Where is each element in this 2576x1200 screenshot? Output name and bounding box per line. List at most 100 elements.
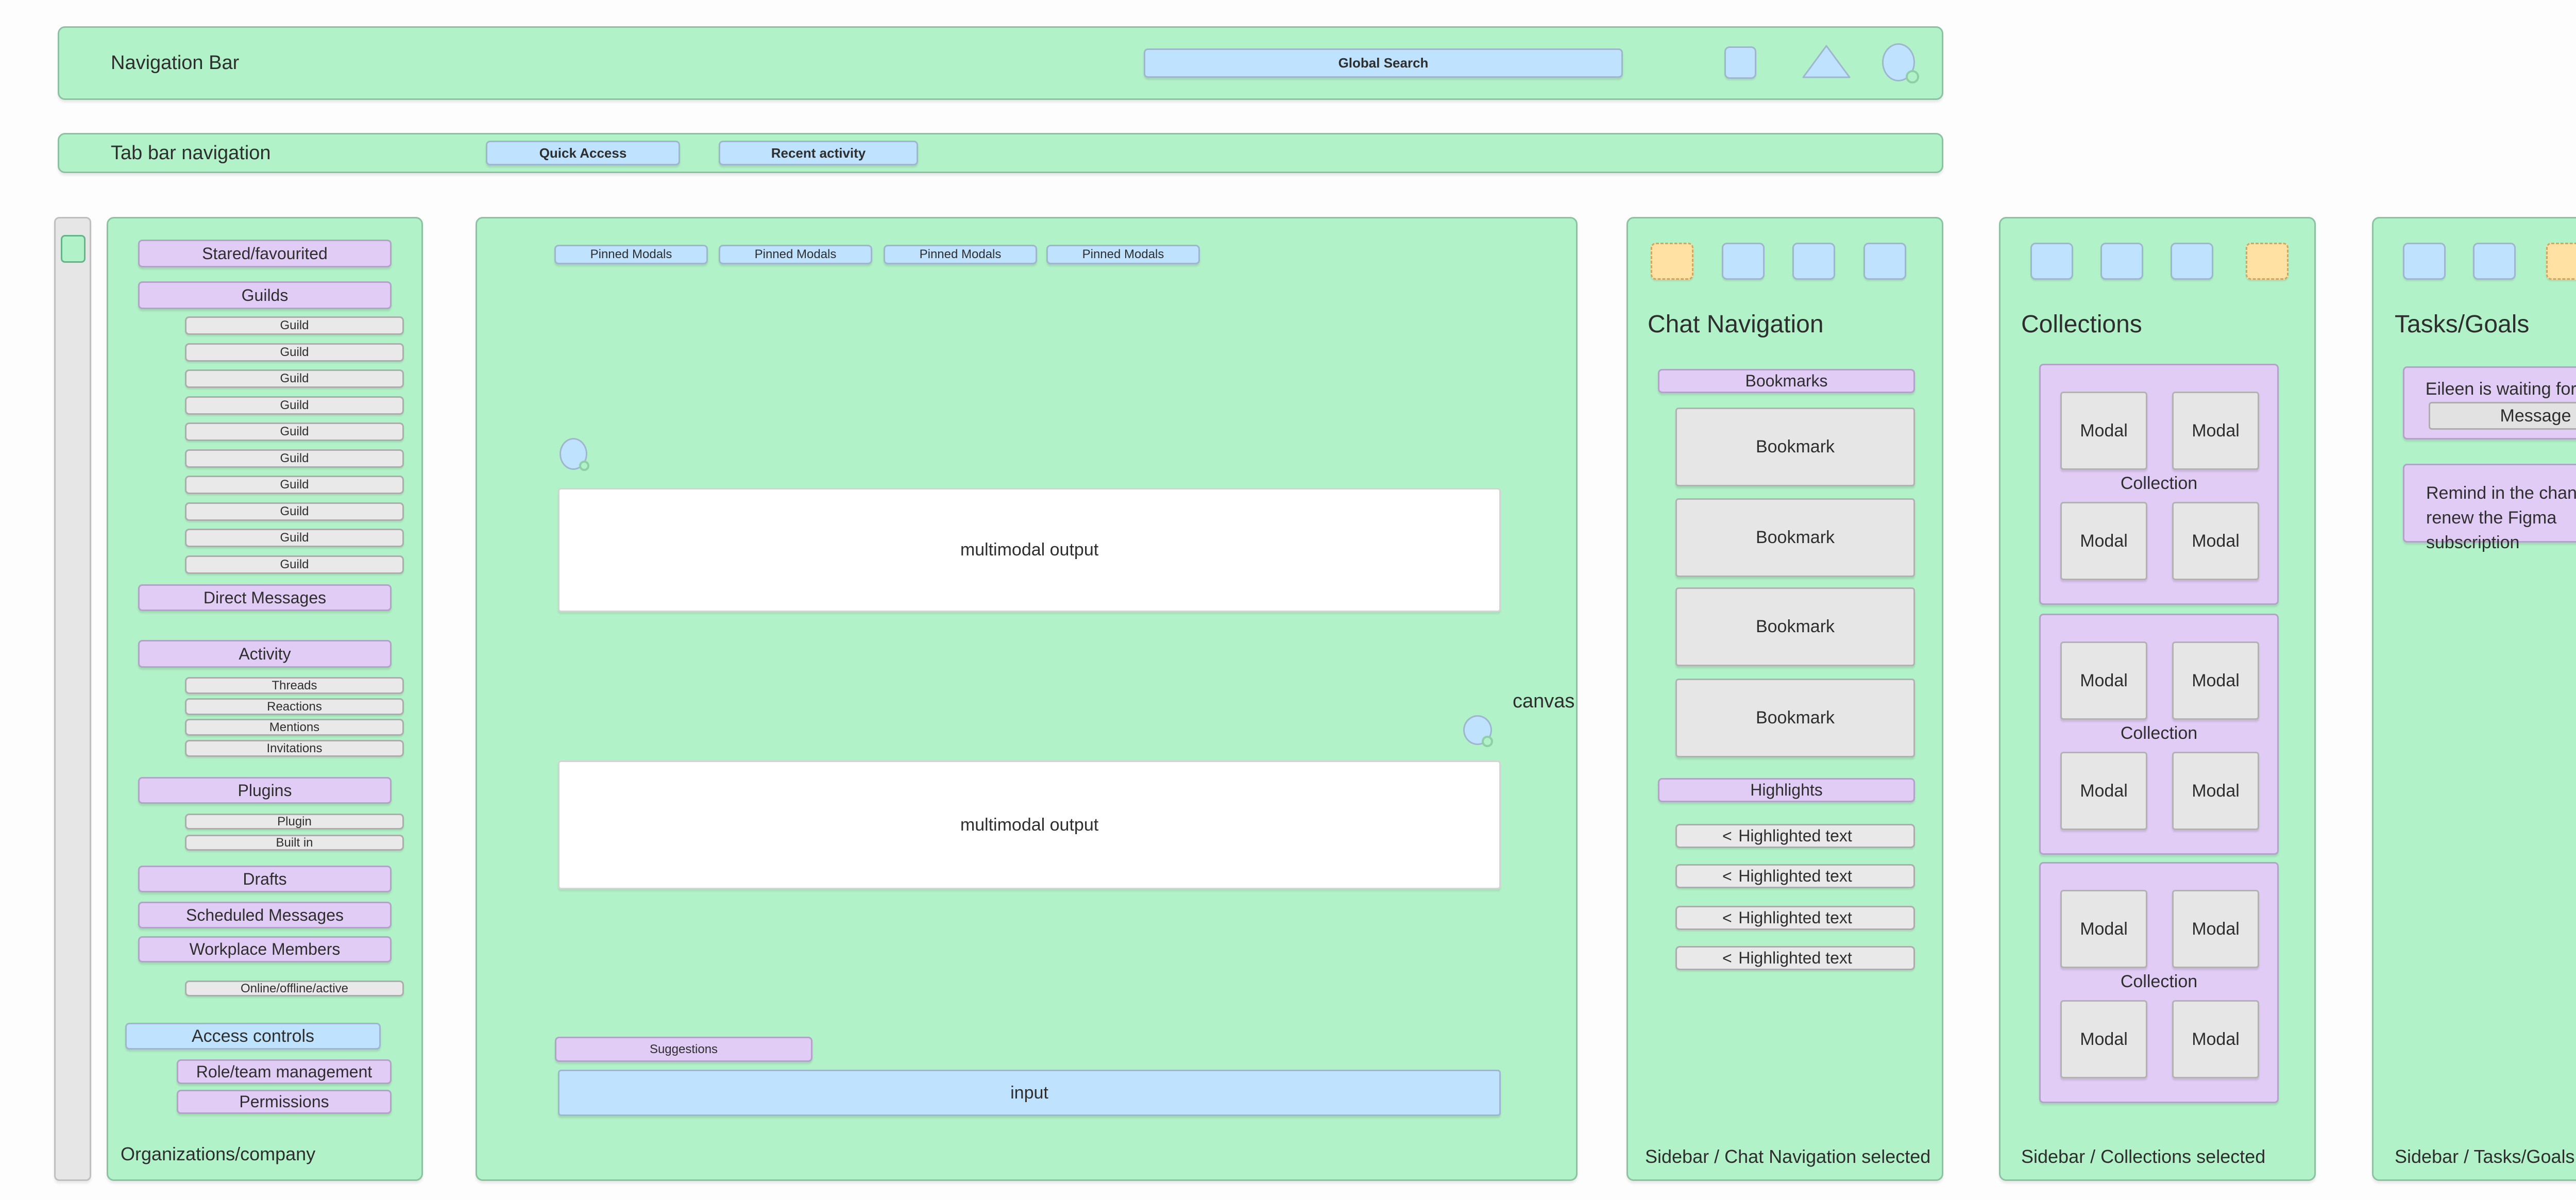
sidebar-item-guilds[interactable]: Guilds	[138, 281, 392, 309]
collection-label: Collection	[2120, 972, 2198, 991]
guild-item[interactable]: Guild	[185, 529, 404, 547]
pinned-modal-button[interactable]: Pinned Modals	[1046, 245, 1200, 264]
task-card-text-line2: renew the Figma subscription	[2426, 508, 2557, 552]
bookmark-card[interactable]: Bookmark	[1675, 498, 1915, 577]
modal-thumbnail[interactable]: Modal	[2172, 890, 2259, 968]
sidebar-item-activity[interactable]: Activity	[138, 640, 392, 668]
modal-thumbnail[interactable]: Modal	[2172, 502, 2259, 580]
avatar-icon[interactable]	[1882, 43, 1915, 81]
sidebar-item-plugins[interactable]: Plugins	[138, 777, 392, 804]
sidebar-item-drafts[interactable]: Drafts	[138, 866, 392, 892]
activity-item-threads[interactable]: Threads	[185, 677, 404, 694]
tab-square[interactable]	[2100, 243, 2143, 280]
sidebar-item-scheduled-messages[interactable]: Scheduled Messages	[138, 902, 392, 928]
canvas-label: canvas	[1513, 690, 1575, 712]
guild-item[interactable]: Guild	[185, 343, 404, 362]
guild-item[interactable]: Guild	[185, 449, 404, 468]
pinned-modal-button[interactable]: Pinned Modals	[719, 245, 872, 264]
plugin-item[interactable]: Plugin	[185, 814, 404, 830]
chevron-left-icon: <	[1722, 949, 1732, 967]
activity-item-mentions[interactable]: Mentions	[185, 719, 404, 736]
square-icon[interactable]	[1724, 46, 1756, 79]
tab-bar: Tab bar navigation Quick Access Recent a…	[58, 133, 1943, 173]
guild-item[interactable]: Guild	[185, 316, 404, 335]
tasks-goals-panel: Tasks/Goals Eileen is waiting for a repl…	[2372, 217, 2576, 1181]
tab-square-tasks-goals[interactable]	[2546, 243, 2576, 280]
pinned-modal-button[interactable]: Pinned Modals	[554, 245, 708, 264]
highlight-row[interactable]: < Highlighted text	[1675, 864, 1915, 888]
message-button[interactable]: Message	[2429, 402, 2576, 430]
bookmark-card[interactable]: Bookmark	[1675, 679, 1915, 757]
workspace-switcher-button[interactable]	[61, 235, 86, 263]
global-search-input[interactable]: Global Search	[1144, 48, 1623, 78]
collection-card[interactable]: Modal Modal Collection Modal Modal	[2039, 364, 2279, 605]
modal-thumbnail[interactable]: Modal	[2172, 1000, 2259, 1078]
modal-thumbnail[interactable]: Modal	[2060, 641, 2147, 720]
tab-square[interactable]	[2030, 243, 2073, 280]
tab-square[interactable]	[1863, 243, 1906, 280]
modal-thumbnail[interactable]: Modal	[2172, 392, 2259, 470]
sidebar-item-access-controls[interactable]: Access controls	[125, 1023, 381, 1050]
navigation-bar-label: Navigation Bar	[111, 52, 240, 74]
task-card-reply[interactable]: Eileen is waiting for a reply Message	[2403, 366, 2576, 440]
task-card-text: Eileen is waiting for a reply	[2425, 379, 2576, 399]
modal-thumbnail[interactable]: Modal	[2172, 752, 2259, 830]
collection-card[interactable]: Modal Modal Collection Modal Modal	[2039, 614, 2279, 855]
modal-thumbnail[interactable]: Modal	[2060, 752, 2147, 830]
sidebar-item-workplace-members[interactable]: Workplace Members	[138, 936, 392, 962]
tab-square[interactable]	[2473, 243, 2516, 280]
workspace-rail	[54, 217, 91, 1181]
modal-thumbnail[interactable]: Modal	[2060, 392, 2147, 470]
highlights-header[interactable]: Highlights	[1658, 778, 1915, 802]
collection-label: Collection	[2120, 723, 2198, 743]
presence-item[interactable]: Online/offline/active	[185, 981, 404, 996]
highlight-row[interactable]: < Highlighted text	[1675, 906, 1915, 930]
modal-thumbnail[interactable]: Modal	[2172, 641, 2259, 720]
guild-item[interactable]: Guild	[185, 476, 404, 494]
highlight-row[interactable]: < Highlighted text	[1675, 824, 1915, 848]
bookmark-card[interactable]: Bookmark	[1675, 587, 1915, 666]
pinned-modal-button[interactable]: Pinned Modals	[884, 245, 1037, 264]
tab-recent-activity[interactable]: Recent activity	[719, 141, 918, 165]
message-input[interactable]: input	[558, 1070, 1501, 1116]
suggestions-button[interactable]: Suggestions	[555, 1037, 812, 1062]
panel-title: Collections	[2021, 311, 2142, 338]
modal-thumbnail[interactable]: Modal	[2060, 890, 2147, 968]
tab-square[interactable]	[2171, 243, 2213, 280]
guild-item[interactable]: Guild	[185, 555, 404, 574]
guild-item[interactable]: Guild	[185, 396, 404, 415]
sidebar-item-permissions[interactable]: Permissions	[177, 1090, 392, 1114]
chevron-left-icon: <	[1722, 908, 1732, 927]
cursor-avatar-icon	[560, 438, 587, 470]
navigation-bar: Navigation Bar Global Search	[58, 26, 1943, 100]
modal-thumbnail[interactable]: Modal	[2060, 502, 2147, 580]
panel-title: Chat Navigation	[1648, 311, 1824, 338]
task-card-reminder[interactable]: Remind in the channel to renew the Figma…	[2403, 464, 2576, 552]
sidebar-item-direct-messages[interactable]: Direct Messages	[138, 584, 392, 611]
avatar-status-icon	[1906, 70, 1919, 83]
bookmark-card[interactable]: Bookmark	[1675, 408, 1915, 486]
tab-square-collections[interactable]	[2246, 243, 2289, 280]
sidebar-item-starred[interactable]: Stared/favourited	[138, 240, 392, 267]
guild-item[interactable]: Guild	[185, 422, 404, 441]
bookmarks-header[interactable]: Bookmarks	[1658, 369, 1915, 393]
tab-square-chat-navigation[interactable]	[1651, 243, 1693, 280]
tab-square[interactable]	[2403, 243, 2446, 280]
activity-item-reactions[interactable]: Reactions	[185, 698, 404, 715]
panel-footer-label: Sidebar / Tasks/Goals selected	[2395, 1146, 2576, 1167]
guild-item[interactable]: Guild	[185, 502, 404, 521]
triangle-icon[interactable]	[1801, 44, 1852, 79]
guild-item[interactable]: Guild	[185, 369, 404, 388]
highlight-row[interactable]: < Highlighted text	[1675, 946, 1915, 970]
plugin-item-built-in[interactable]: Built in	[185, 835, 404, 851]
tab-square[interactable]	[1722, 243, 1765, 280]
sidebar-item-role-management[interactable]: Role/team management	[177, 1059, 392, 1084]
tab-quick-access[interactable]: Quick Access	[486, 141, 680, 165]
collection-card[interactable]: Modal Modal Collection Modal Modal	[2039, 862, 2279, 1103]
panel-footer-label: Sidebar / Chat Navigation selected	[1645, 1146, 1931, 1167]
activity-item-invitations[interactable]: Invitations	[185, 740, 404, 757]
modal-thumbnail[interactable]: Modal	[2060, 1000, 2147, 1078]
tab-square[interactable]	[1792, 243, 1835, 280]
highlight-label: Highlighted text	[1738, 908, 1852, 927]
